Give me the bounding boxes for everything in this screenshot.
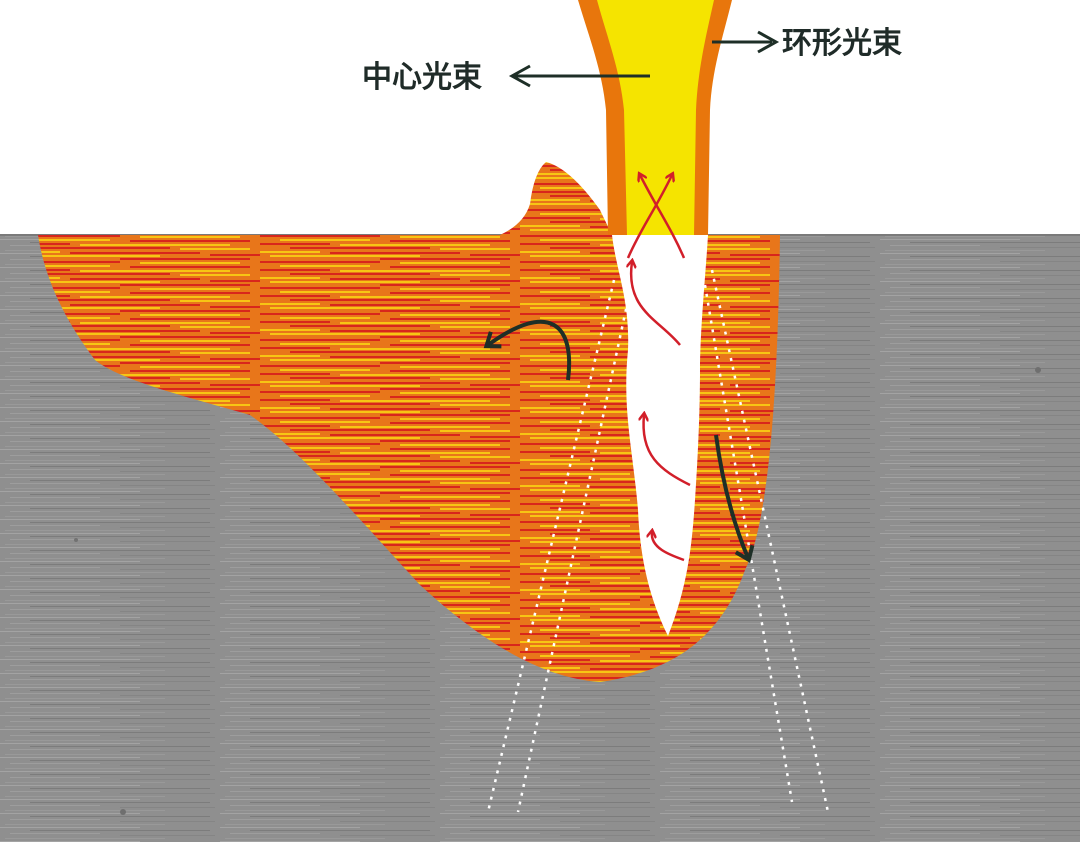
center-beam-pointer <box>508 64 650 88</box>
ring-beam-label: 环形光束 <box>782 26 902 61</box>
vapor-arrow <box>631 262 681 346</box>
ring-beam-pointer <box>712 30 780 54</box>
vapor-arrow <box>652 532 685 562</box>
melt-flow-arrow-left <box>483 319 572 381</box>
beam-divergence-lines <box>486 269 830 813</box>
vapor-flow-arrows <box>626 175 691 562</box>
center-beam-label: 中心光束 <box>362 60 482 95</box>
metal-pit <box>1035 367 1041 373</box>
metal-pit <box>120 809 126 815</box>
vapor-arrow <box>626 175 672 259</box>
melt-flow-arrow-down <box>714 434 755 563</box>
melt-pool <box>38 162 780 682</box>
vapor-arrow <box>643 415 691 487</box>
metal-pit <box>74 538 78 542</box>
vapor-arrow <box>640 175 686 259</box>
center-beam <box>597 0 714 235</box>
keyhole <box>612 235 708 636</box>
